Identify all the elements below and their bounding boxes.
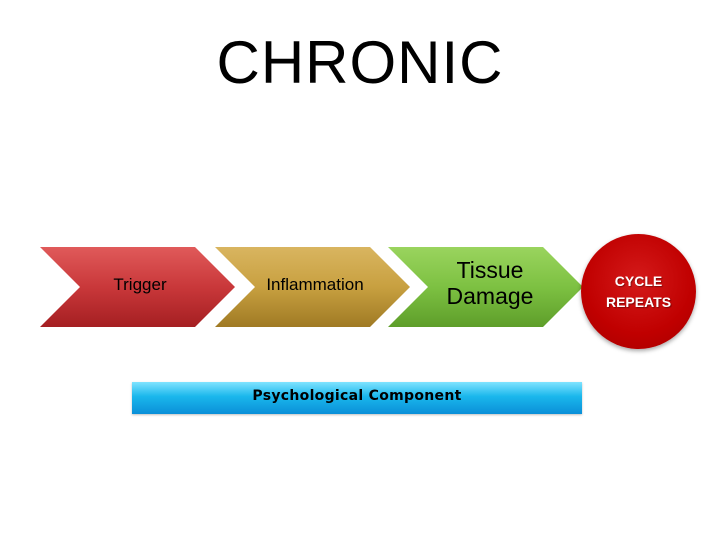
cycle-label-line1: CYCLE: [614, 273, 663, 290]
slide-title: CHRONIC: [216, 29, 504, 96]
psychological-component-bar: [132, 382, 582, 414]
chevron-trigger: [40, 247, 235, 327]
cycle-repeats-label: CYCLE REPEATS: [589, 271, 689, 312]
step-label-inflammation: Inflammation: [266, 275, 364, 294]
cycle-repeats-circle: CYCLE REPEATS: [581, 234, 696, 349]
cycle-label-line2: REPEATS: [605, 293, 672, 310]
psychological-component-label: Psychological Component: [252, 388, 462, 404]
step-label-tissue-damage: Tissue Damage: [446, 257, 534, 310]
chevron-tissue-damage: [388, 247, 583, 327]
step-label-trigger: Trigger: [113, 275, 167, 294]
chevron-inflammation: [215, 247, 410, 327]
